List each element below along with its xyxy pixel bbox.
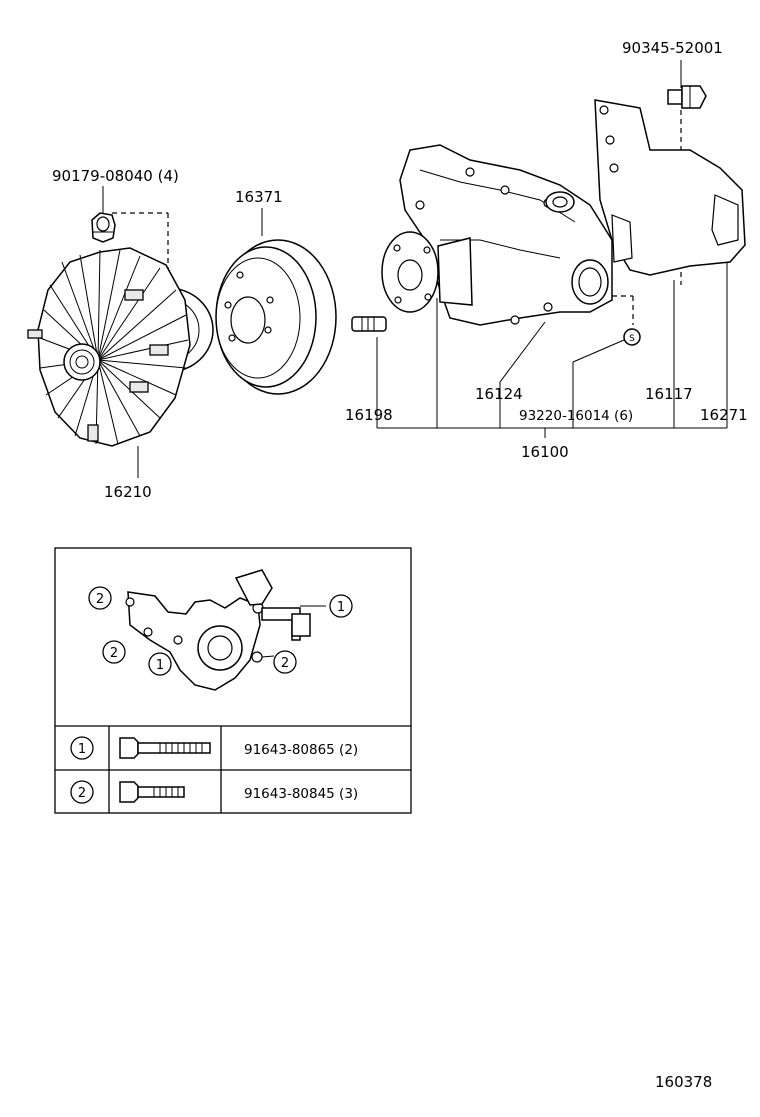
row-2-part-number: 91643-80845 (3) [244, 786, 358, 802]
label-16124: 16124 [475, 385, 523, 403]
label-16100: 16100 [521, 443, 569, 461]
leader-lines [102, 60, 728, 478]
pulley-icon [215, 239, 337, 395]
svg-text:1: 1 [337, 600, 345, 615]
svg-text:2: 2 [281, 656, 289, 671]
mounting-plate-icon [594, 99, 746, 276]
small-gasket-icon: S [623, 328, 641, 346]
bolt-inset-panel: 2 1 2 1 2 1 [54, 547, 412, 814]
row-2-key-circle [70, 780, 94, 804]
label-93220-16014: 93220-16014 (6) [519, 408, 633, 424]
short-bolt-icon [119, 781, 185, 803]
label-90345-52001: 90345-52001 [622, 39, 723, 57]
callout-1-bottom: 1 [148, 652, 172, 676]
gasket-s-mark: S [629, 334, 635, 344]
long-bolt-icon [119, 737, 211, 759]
figure-id: 160378 [655, 1073, 712, 1091]
callout-2-left: 2 [102, 640, 126, 664]
fan-clutch-icon [27, 247, 214, 447]
callout-2-bottom-right: 2 [273, 650, 297, 674]
row-1-key-circle [70, 736, 94, 760]
callout-2-top: 2 [88, 586, 112, 610]
label-16271: 16271 [700, 406, 748, 424]
label-16117: 16117 [645, 385, 693, 403]
callout-1-right: 1 [329, 594, 353, 618]
plug-bolt-icon [667, 85, 707, 109]
row-2-key: 2 [78, 786, 86, 801]
label-16198: 16198 [345, 406, 393, 424]
nut-icon [91, 212, 116, 243]
inset-pump-outline-icon [125, 569, 326, 691]
label-16371: 16371 [235, 188, 283, 206]
svg-text:1: 1 [156, 658, 164, 673]
row-1-part-number: 91643-80865 (2) [244, 742, 358, 758]
stud-icon [351, 316, 387, 332]
row-1-key: 1 [78, 742, 86, 757]
inset-row-1: 1 91643-80865 (2) [70, 736, 358, 760]
label-90179-08040: 90179-08040 (4) [52, 167, 179, 185]
svg-text:2: 2 [96, 592, 104, 607]
svg-text:2: 2 [110, 646, 118, 661]
inset-row-2: 2 91643-80845 (3) [70, 780, 358, 804]
label-16210: 16210 [104, 483, 152, 501]
water-pump-body-icon [381, 144, 613, 326]
